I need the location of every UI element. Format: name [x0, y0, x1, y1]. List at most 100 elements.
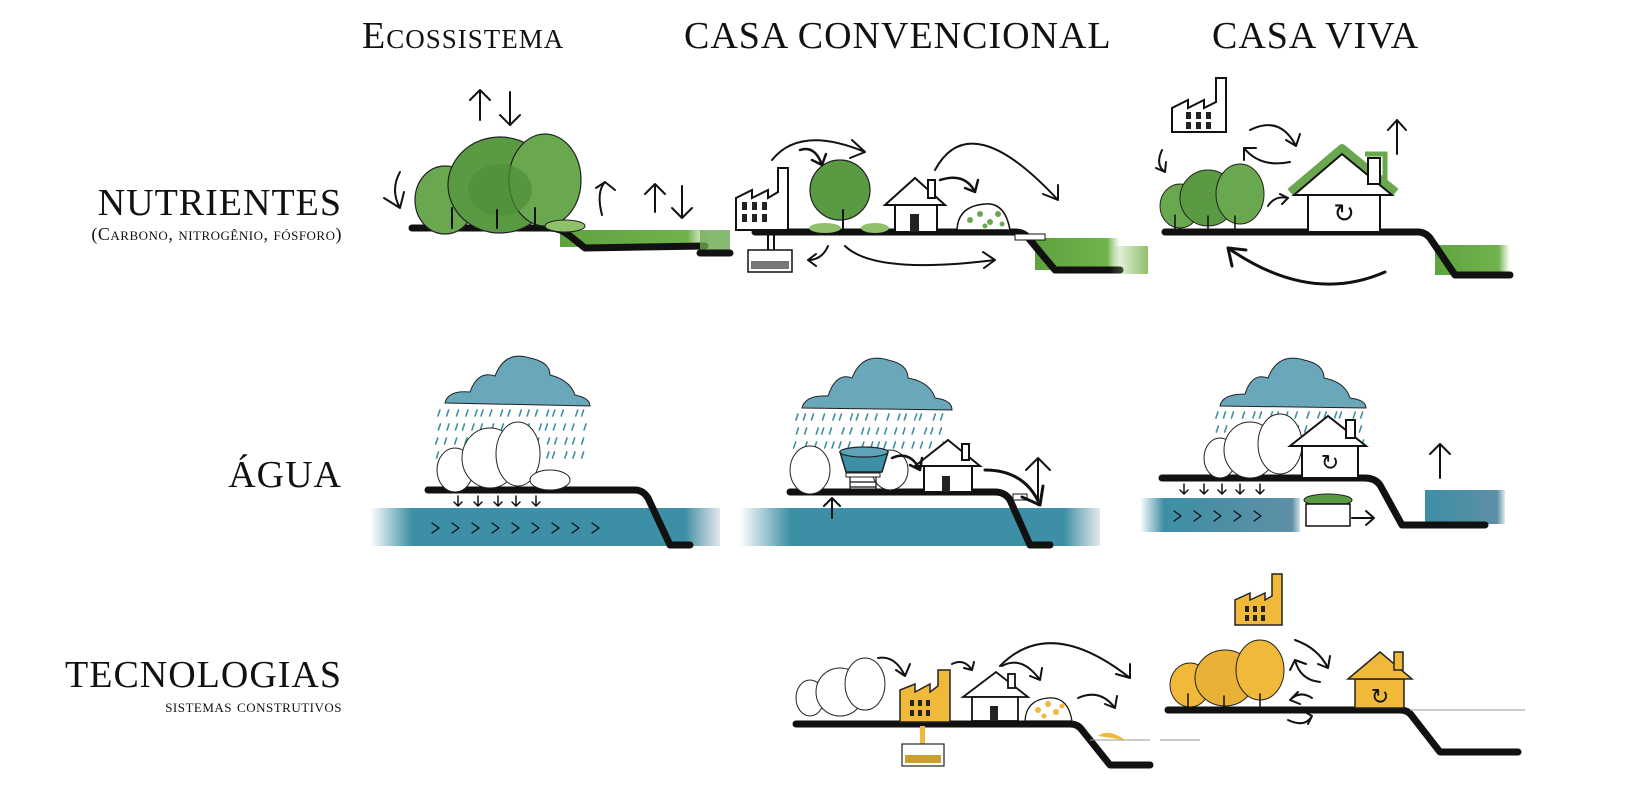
rain-drop — [897, 413, 901, 421]
rain-drop — [546, 437, 551, 445]
row-title: ÁGUA — [228, 454, 342, 496]
rain-drop — [580, 409, 585, 417]
curved-arrow-icon — [1249, 124, 1301, 147]
panel-nutrientes-casa-viva: ↻ — [1110, 77, 1514, 286]
infiltration-arrows — [453, 495, 541, 507]
flow-chevron — [1213, 510, 1222, 522]
rain-drop — [1352, 411, 1357, 419]
flow-chevrons — [1173, 510, 1262, 522]
rain-drop — [455, 409, 460, 417]
rain-drop — [1215, 411, 1219, 419]
rain-drop — [939, 413, 944, 421]
curved-arrow-down-icon — [383, 171, 405, 209]
rain-drop — [560, 409, 565, 417]
soil-layer — [560, 230, 710, 247]
arrow-down-icon — [473, 495, 483, 507]
green-roof-house-icon: ↻ — [1287, 144, 1399, 233]
flow-chevron — [1173, 510, 1182, 522]
soil-layer — [700, 230, 730, 250]
curved-arrow-icon — [1289, 659, 1321, 683]
row-label-agua: ÁGUA — [228, 456, 342, 494]
curved-arrow-icon — [1155, 149, 1167, 173]
rain-drop — [437, 409, 441, 417]
arrow-right-icon — [1351, 510, 1375, 526]
rain-drop — [446, 423, 450, 431]
rain-drop — [534, 409, 539, 417]
rain-drop — [876, 441, 881, 449]
factory-icon — [899, 669, 951, 723]
rain-drop — [471, 423, 475, 431]
water-table — [740, 508, 1100, 546]
compost-bush-icon — [1024, 697, 1073, 722]
row-title: NUTRIENTES — [97, 182, 342, 224]
water-table — [1425, 490, 1505, 524]
rain-drop — [795, 427, 800, 435]
ground-line — [1161, 228, 1514, 279]
curved-arrow-icon — [1243, 147, 1291, 165]
rain-drop — [1303, 425, 1308, 433]
soil-layer — [1110, 246, 1148, 274]
column-title-casa-convencional: CASA CONVENCIONAL — [684, 15, 1112, 57]
rain-drop — [849, 413, 854, 421]
rain-drop — [883, 427, 888, 435]
tree-icon — [809, 159, 889, 233]
row-label-tecnologias: TECNOLOGIAS sistemas construtivos — [65, 656, 342, 717]
rain-drop — [838, 413, 843, 421]
flow-chevron — [531, 522, 540, 534]
rain-drop — [930, 427, 934, 435]
curved-arrow-icon — [844, 245, 996, 269]
curved-arrow-icon — [798, 147, 828, 167]
rain-drop — [479, 423, 484, 431]
row-label-nutrientes: NUTRIENTES (Carbono, nitrogênio, fósforo… — [91, 184, 342, 245]
flow-chevron — [1253, 510, 1262, 522]
rain-drop — [855, 413, 860, 421]
arrow-down-icon — [493, 495, 503, 507]
rain-drop — [1333, 411, 1338, 419]
rain-drop — [465, 409, 469, 417]
rain-drop — [553, 437, 558, 445]
ground-line — [786, 488, 1054, 549]
rain-drop — [832, 413, 836, 421]
tree-outline-cluster — [795, 657, 886, 717]
curved-arrow-icon — [807, 245, 829, 267]
rain-drop — [1258, 411, 1263, 419]
factory-icon — [735, 167, 789, 231]
rain-drop — [488, 409, 493, 417]
house-icon — [960, 670, 1031, 722]
tree-cluster — [1159, 163, 1265, 231]
column-title-ecossistema: Ecossistema — [362, 15, 565, 57]
rain-drop — [795, 413, 799, 421]
ground-line — [792, 720, 1154, 769]
rain-drop — [913, 413, 918, 421]
tree-outline-cluster — [789, 445, 909, 495]
rain-drop — [1252, 411, 1256, 419]
rain-drop — [552, 409, 556, 417]
rain-drop — [544, 423, 549, 431]
curved-arrow-icon — [951, 661, 975, 671]
arrow-up-icon — [644, 183, 666, 213]
rain-drop — [1317, 411, 1321, 419]
rain-drop — [461, 423, 466, 431]
rain-cloud-icon — [444, 355, 591, 407]
arrow-up-icon — [469, 89, 491, 121]
rain-drop — [435, 451, 440, 459]
flow-chevron — [431, 522, 440, 534]
tree-outline-cluster — [436, 421, 571, 493]
rain-drop — [838, 441, 842, 449]
flow-chevron — [471, 522, 480, 534]
rain-drop — [580, 451, 585, 459]
rain-drop — [803, 427, 808, 435]
compost-bush-icon — [956, 203, 1011, 231]
rain-drop — [499, 409, 504, 417]
rain-drop — [571, 423, 575, 431]
infiltration-arrows — [1179, 483, 1265, 495]
house-icon: ↻ — [1345, 651, 1415, 710]
rain-drop — [1306, 411, 1310, 419]
rain-drop — [434, 437, 439, 445]
rain-drop — [928, 441, 933, 449]
rain-drop — [792, 441, 797, 449]
rain-drop — [831, 441, 835, 449]
flow-chevron — [451, 522, 460, 534]
arrow-down-icon — [1217, 483, 1227, 495]
recycle-icon: ↻ — [1371, 685, 1389, 710]
